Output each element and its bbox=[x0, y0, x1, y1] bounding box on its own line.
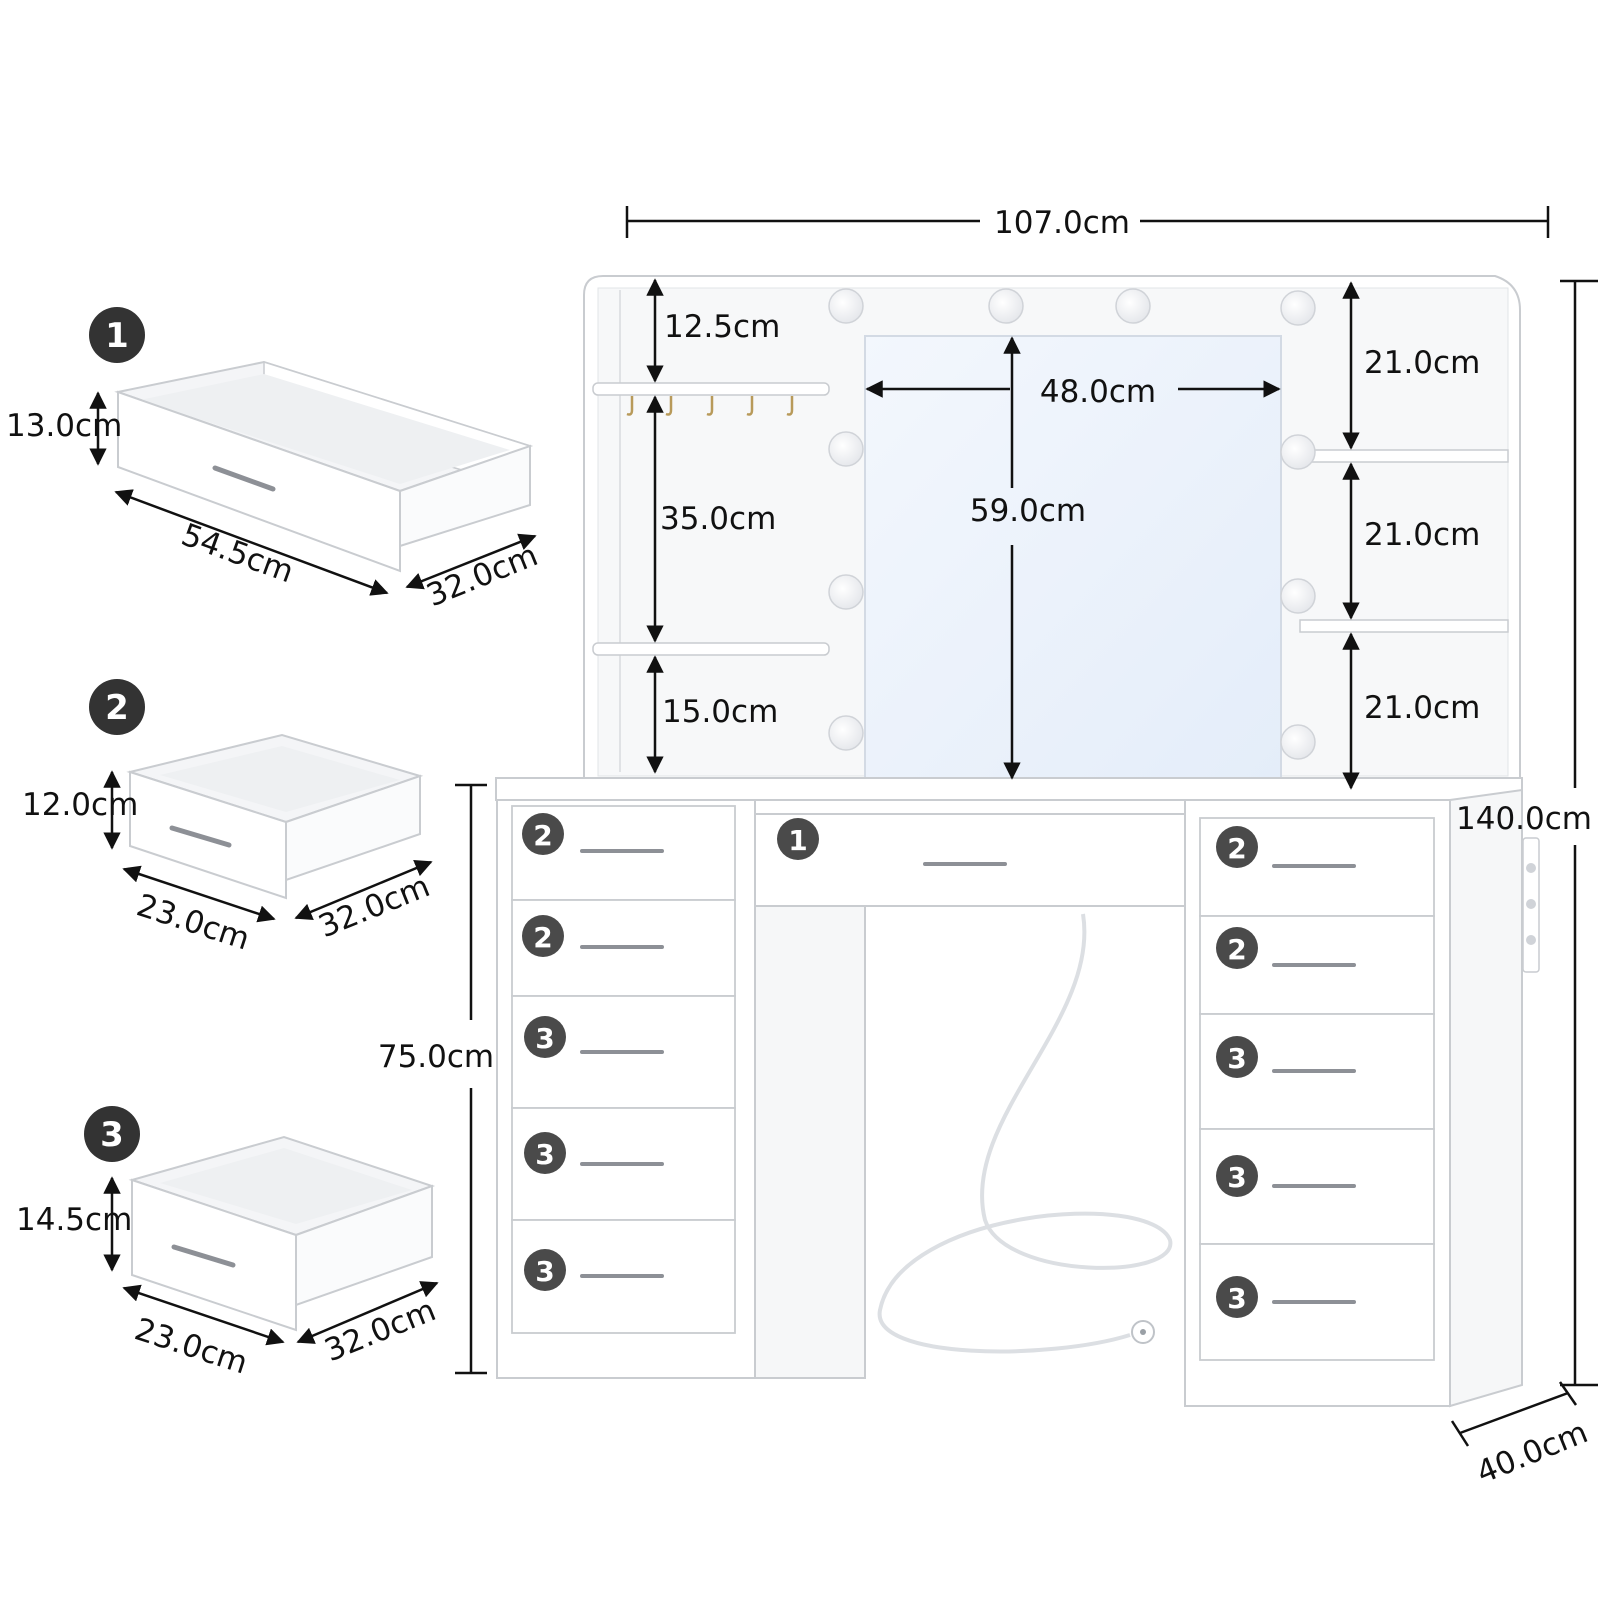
mirror-height-label: 59.0cm bbox=[970, 493, 1086, 529]
badge-icon: 3 bbox=[1216, 1036, 1258, 1078]
handle-icon bbox=[212, 465, 276, 492]
left-shelf-bottom-gap: 15.0cm bbox=[662, 694, 778, 730]
left-drawer-4-badge: 3 bbox=[535, 1138, 554, 1171]
left-drawer-5-badge: 3 bbox=[535, 1255, 554, 1288]
drawer-3-illustration bbox=[128, 1135, 436, 1332]
right-drawer-3-badge: 3 bbox=[1227, 1042, 1246, 1075]
drawer-type-2-height: 12.0cm bbox=[22, 787, 138, 823]
badge-icon: 3 bbox=[1216, 1155, 1258, 1197]
left-shelf-upper bbox=[592, 382, 830, 396]
mirror-width-dimension: 48.0cm bbox=[865, 374, 1281, 410]
right-drawer-4-badge: 3 bbox=[1227, 1161, 1246, 1194]
handle-icon bbox=[169, 825, 232, 848]
badge-3-icon: 3 bbox=[84, 1106, 140, 1162]
right-shelf-middle-gap: 21.0cm bbox=[1364, 517, 1480, 553]
desk-height-dimension: 75.0cm bbox=[378, 783, 494, 1375]
badge-icon: 3 bbox=[524, 1249, 566, 1291]
drawer-type-3-badge: 3 bbox=[100, 1115, 124, 1155]
depth-arrow-icon bbox=[405, 533, 537, 590]
width-arrow-icon bbox=[122, 1284, 285, 1346]
badge-1-icon: 1 bbox=[89, 307, 145, 363]
badge-icon: 2 bbox=[522, 813, 564, 855]
right-shelf-lower bbox=[1299, 619, 1509, 633]
total-width-label: 107.0cm bbox=[994, 205, 1130, 241]
total-height-dimension: 140.0cm bbox=[1456, 279, 1598, 1387]
left-drawer-3-badge: 3 bbox=[535, 1022, 554, 1055]
handle-icon bbox=[1272, 864, 1356, 1304]
drawer-type-2-badge: 2 bbox=[105, 688, 129, 728]
drawer-type-1-depth: 32.0cm bbox=[422, 537, 543, 614]
drawer-type-1-width: 54.5cm bbox=[177, 517, 299, 591]
total-width-dimension: 107.0cm bbox=[625, 205, 1550, 241]
center-drawer-badge: 1 bbox=[788, 824, 807, 857]
handle-icon bbox=[580, 849, 664, 1278]
drawer-type-1-height: 13.0cm bbox=[6, 408, 122, 444]
badge-icon: 3 bbox=[1216, 1276, 1258, 1318]
drawer-type-3-depth: 32.0cm bbox=[320, 1292, 441, 1369]
width-arrow-icon bbox=[114, 489, 389, 596]
drawer-1-illustration bbox=[114, 360, 534, 573]
badge-icon: 3 bbox=[524, 1132, 566, 1174]
left-shelf-dimensions: 12.5cm 35.0cm 15.0cm bbox=[646, 278, 780, 774]
left-shelf-lower bbox=[592, 642, 830, 656]
drawer-type-3-width: 23.0cm bbox=[130, 1311, 252, 1381]
desktop bbox=[495, 777, 1523, 801]
left-drawer-1-badge: 2 bbox=[533, 819, 552, 852]
right-drawer-1-badge: 2 bbox=[1227, 832, 1246, 865]
mirror-height-dimension: 59.0cm bbox=[970, 336, 1086, 780]
depth-arrow-icon bbox=[294, 859, 433, 921]
left-drawer-2-badge: 2 bbox=[533, 921, 552, 954]
right-shelf-top-gap: 21.0cm bbox=[1364, 345, 1480, 381]
drawer-type-2: 2 12.0cm 23.0cm 32.0cm bbox=[22, 679, 435, 958]
mirror-width-label: 48.0cm bbox=[1040, 374, 1156, 410]
center-drawer bbox=[754, 813, 1186, 907]
handle-icon bbox=[171, 1244, 236, 1268]
badge-icon: 3 bbox=[524, 1016, 566, 1058]
drawer-2-illustration bbox=[126, 733, 424, 900]
drawer-type-1: 1 13.0cm 54.5cm 32.0cm bbox=[6, 307, 543, 614]
vanity-illustration bbox=[495, 275, 1540, 1408]
badge-icon: 1 bbox=[777, 818, 819, 860]
badge-icon: 2 bbox=[1216, 927, 1258, 969]
drawer-type-3: 3 14.5cm 23.0cm 32.0cm bbox=[16, 1106, 441, 1382]
left-shelf-top-gap: 12.5cm bbox=[664, 309, 780, 345]
outlet-icon bbox=[1522, 837, 1540, 973]
drawer-type-1-badge: 1 bbox=[105, 316, 129, 356]
power-cable bbox=[877, 913, 1173, 1354]
width-arrow-icon bbox=[122, 865, 276, 923]
drawer-type-3-height: 14.5cm bbox=[16, 1202, 132, 1238]
badge-icon: 2 bbox=[1216, 826, 1258, 868]
depth-arrow-icon bbox=[296, 1281, 439, 1344]
left-shelf-middle-gap: 35.0cm bbox=[660, 501, 776, 537]
desk-height-label: 75.0cm bbox=[378, 1039, 494, 1075]
badge-2-icon: 2 bbox=[89, 679, 145, 735]
total-height-label: 140.0cm bbox=[1456, 801, 1592, 837]
light-bulb-icon bbox=[828, 288, 1316, 760]
right-drawer-2-badge: 2 bbox=[1227, 933, 1246, 966]
power-plug-icon bbox=[1131, 1320, 1155, 1344]
mirror bbox=[864, 335, 1282, 783]
right-shelf-dimensions: 21.0cm 21.0cm 21.0cm bbox=[1342, 281, 1480, 790]
right-shelf-upper bbox=[1299, 449, 1509, 463]
right-drawer-5-badge: 3 bbox=[1227, 1282, 1246, 1315]
badge-icon: 2 bbox=[522, 915, 564, 957]
drawer-type-2-width: 23.0cm bbox=[132, 887, 254, 957]
depth-label: 40.0cm bbox=[1472, 1414, 1593, 1491]
vanity-badges: 2 2 3 3 3 1 2 2 3 3 3 bbox=[522, 813, 1258, 1318]
drawer-type-2-depth: 32.0cm bbox=[314, 868, 435, 945]
right-shelf-bottom-gap: 21.0cm bbox=[1364, 690, 1480, 726]
hook-icon bbox=[626, 396, 794, 416]
